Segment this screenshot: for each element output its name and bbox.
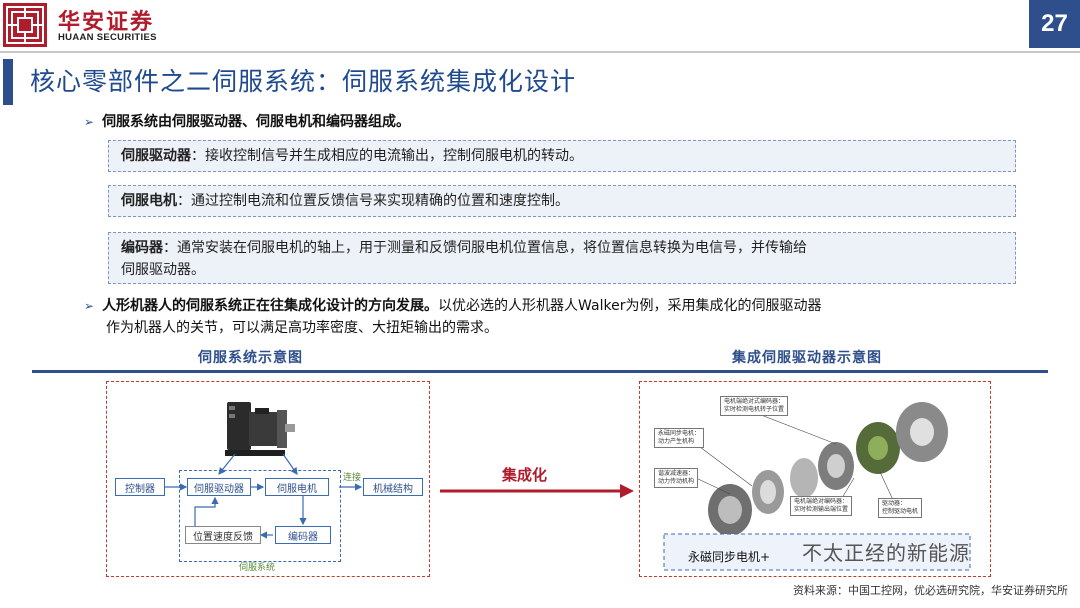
bullet-arrow-icon: ➢: [84, 115, 95, 129]
callout-encoder-rotor: 电机端绝对式编码器：实时检测电机转子位置: [720, 396, 789, 416]
title-accent-bar: [3, 59, 13, 105]
callout-output-encoder: 电机端绝对编码器：实时检测输出端位置: [790, 496, 853, 516]
callout-line: 动力传动机构: [658, 478, 695, 485]
page-number: 27: [1029, 0, 1080, 48]
node-servo-driver: 伺服驱动器: [187, 478, 251, 496]
page-title: 核心零部件之二伺服系统：伺服系统集成化设计: [30, 67, 577, 96]
callout-driver: 驱动器：控制驱动电机: [878, 498, 923, 518]
callout-line: 实时检测电机转子位置: [724, 406, 785, 413]
watermark-text: 不太正经的新能源: [802, 541, 970, 565]
right-section-title: 集成伺服驱动器示意图: [732, 350, 882, 366]
section-divider: [32, 370, 1048, 373]
diagram-arrows: [164, 453, 363, 539]
callout-line: 动力产生机构: [658, 438, 695, 445]
callout-line: 控制驱动电机: [882, 508, 919, 515]
bullet-integration-line2: 作为机器人的关节，可以满足高功率密度、大扭矩输出的需求。: [106, 320, 498, 336]
node-controller: 控制器: [115, 478, 165, 496]
definition-text: ：通常安装在伺服电机的轴上，用于测量和反馈伺服电机位置信息，将位置信息转换为电信…: [163, 240, 807, 256]
servo-system-boundary: [179, 470, 341, 562]
definition-box-motor: 伺服电机：通过控制电流和位置反馈信号来实现精确的位置和速度控制。: [108, 185, 1016, 217]
definition-text-line2: 伺服驱动器。: [121, 262, 205, 278]
callout-line: 电机端绝对式编码器：: [724, 398, 785, 405]
callout-harmonic-reducer: 谐波减速器：动力传动机构: [654, 468, 699, 488]
definition-key: 伺服驱动器: [121, 148, 191, 164]
node-servo-motor: 伺服电机: [265, 478, 329, 496]
bullet-arrow-icon: ➢: [84, 299, 95, 313]
integration-arrow-icon: [440, 484, 634, 498]
definition-key: 伺服电机: [121, 193, 177, 209]
bullet-servo-components: ➢ 伺服系统由伺服驱动器、伺服电机和编码器组成。: [84, 112, 410, 132]
definition-box-driver: 伺服驱动器：接收控制信号并生成相应的电流输出，控制伺服电机的转动。: [108, 140, 1016, 172]
source-note: 资料来源：中国工控网，优必选研究院，华安证券研究所: [793, 584, 1068, 597]
node-feedback: 位置速度反馈: [185, 526, 261, 544]
node-mechanism: 机械结构: [363, 478, 423, 496]
definition-text: ：接收控制信号并生成相应的电流输出，控制伺服电机的转动。: [191, 148, 583, 164]
servo-motor-image-icon: [225, 402, 295, 456]
callout-line: 谐波减速器：: [658, 470, 695, 477]
bullet-integration-text: 以优必选的人形机器人Walker为例，采用集成化的伺服驱动器: [438, 298, 822, 314]
integration-label: 集成化: [502, 466, 548, 484]
company-logo-icon: [3, 3, 47, 47]
callout-line: 实时检测输出端位置: [794, 506, 849, 513]
definition-text: ：通过控制电流和位置反馈信号来实现精确的位置和速度控制。: [177, 193, 569, 209]
bullet-integration-bold: 人形机器人的伺服系统正在往集成化设计的方向发展。: [102, 298, 439, 314]
left-section-title: 伺服系统示意图: [198, 350, 303, 366]
callout-line: 永磁同步电机：: [658, 430, 701, 437]
servo-system-diagram: 控制器 伺服驱动器 伺服电机 机械结构 编码器 位置速度反馈 连接 伺服系统: [106, 381, 430, 577]
logo-english-name: HUAAN SECURITIES: [58, 32, 157, 43]
bullet-servo-components-text: 伺服系统由伺服驱动器、伺服电机和编码器组成。: [102, 114, 411, 130]
bullet-integration-trend: ➢ 人形机器人的伺服系统正在往集成化设计的方向发展。以优必选的人形机器人Walke…: [84, 296, 821, 316]
logo-chinese-name: 华安证券: [58, 9, 155, 35]
callout-pmsm: 永磁同步电机：动力产生机构: [654, 428, 705, 448]
bottom-caption: 永磁同步电机+: [688, 550, 771, 564]
callout-line: 电机端绝对编码器：: [794, 498, 849, 505]
integrated-servo-diagram: 电机端绝对式编码器：实时检测电机转子位置 永磁同步电机：动力产生机构 谐波减速器…: [639, 381, 991, 577]
header-divider: [0, 51, 1080, 53]
definition-key: 编码器: [121, 240, 163, 256]
callout-line: 驱动器：: [882, 500, 907, 507]
node-encoder: 编码器: [275, 526, 331, 544]
connect-label: 连接: [343, 473, 362, 483]
exploded-actuator-image-icon: [663, 402, 971, 571]
servo-system-label: 伺服系统: [239, 563, 276, 573]
definition-box-encoder: 编码器：通常安装在伺服电机的轴上，用于测量和反馈伺服电机位置信息，将位置信息转换…: [108, 232, 1016, 284]
